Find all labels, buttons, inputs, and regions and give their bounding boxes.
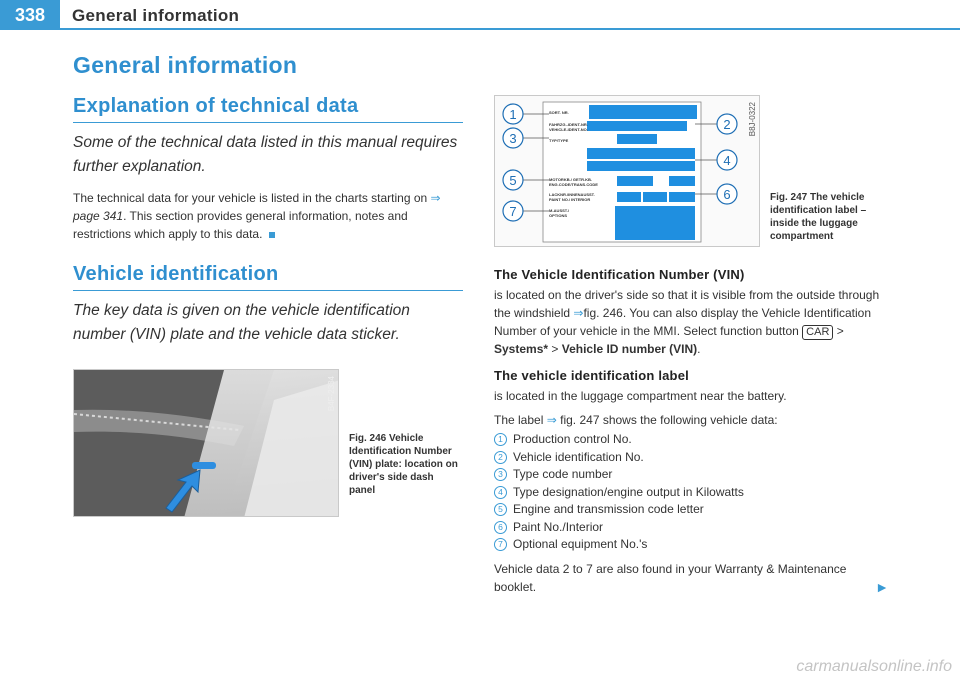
list-item-text: Type code number <box>513 467 613 481</box>
label-text-paint1: LACKNR./INNENAUSST. <box>549 192 595 197</box>
label-text-sort: SORT. NR. <box>549 110 569 115</box>
subsection-title-technical-data: Explanation of technical data <box>73 95 463 123</box>
vin-body: is located on the driver's side so that … <box>494 286 889 358</box>
vin-plate-photo: B4F-2334 <box>73 369 339 517</box>
page-link[interactable]: page 341 <box>73 209 124 223</box>
body-text: is located on the driver's side so that … <box>494 288 880 320</box>
link-arrow-icon: ⇒ <box>573 306 584 320</box>
label-item-list: 1 Production control No. 2 Vehicle identif… <box>494 431 889 554</box>
list-item: 1 Production control No. <box>494 431 889 449</box>
section-title: General information <box>73 52 298 78</box>
figure-247: SORT. NR. FAHRZG.-IDENT-NR. VEHICLE-IDEN… <box>494 95 880 247</box>
callout-7: 7 <box>509 204 516 219</box>
list-item-text: Optional equipment No.'s <box>513 537 648 551</box>
label-text-ident1: FAHRZG.-IDENT-NR. <box>549 122 588 127</box>
body-text: Vehicle data 2 to 7 are also found in yo… <box>494 561 847 594</box>
menu-separator: > <box>836 324 844 338</box>
body-text: . <box>697 342 701 356</box>
figure-246-caption: Fig. 246 Vehicle Identification Number (… <box>349 433 458 496</box>
callout-2: 2 <box>723 117 730 132</box>
number-circle-icon: 7 <box>494 538 507 552</box>
body-text: fig. 246. You can also display the Vehic… <box>494 306 872 338</box>
figure-code: B8J-0322 <box>748 102 757 137</box>
menu-separator: > <box>551 342 559 356</box>
label-text-paint2: PAINT NO./ INTERIOR <box>549 197 590 202</box>
body-text: . This section provides general informat… <box>73 209 408 241</box>
label-text-motor2: ENG.CODE/TRANS.CODE <box>549 182 598 187</box>
body-text: The label <box>494 413 544 427</box>
number-circle-icon: 5 <box>494 503 507 517</box>
label-footer: Vehicle data 2 to 7 are also found in yo… <box>494 560 889 596</box>
intro-vehicle-identification: The key data is given on the vehicle ide… <box>73 302 410 343</box>
menu-systems: Systems* <box>494 342 549 356</box>
number-circle-icon: 1 <box>494 433 507 447</box>
figure-246: B4F-2334 Fig. 246 Vehicle Identification… <box>73 369 463 517</box>
number-circle-icon: 2 <box>494 450 507 464</box>
label-text-type: TYP/TYPE <box>549 138 569 143</box>
list-item-text: Engine and transmission code letter <box>513 502 704 516</box>
vin-heading: The Vehicle Identification Number (VIN) <box>494 267 745 282</box>
figure-247-caption: Fig. 247 The vehicle identification labe… <box>770 192 867 242</box>
list-item: 7 Optional equipment No.'s <box>494 536 889 554</box>
header-rule <box>60 28 960 30</box>
body-text: fig. 247 shows the following vehicle dat… <box>560 413 778 427</box>
label-illustration: SORT. NR. FAHRZG.-IDENT-NR. VEHICLE-IDEN… <box>502 101 738 243</box>
watermark: carmanualsonline.info <box>796 658 952 675</box>
list-item: 4 Type designation/engine output in Kilow… <box>494 484 889 502</box>
label-intro: The label ⇒ fig. 247 shows the following… <box>494 411 889 429</box>
callout-6: 6 <box>723 187 730 202</box>
figure-code: B4F-2334 <box>327 376 336 412</box>
label-text-opt1: M-AUSST./ <box>549 208 570 213</box>
list-item: 6 Paint No./Interior <box>494 519 889 537</box>
body-text: The technical data for your vehicle is l… <box>73 191 428 205</box>
car-button-key: CAR <box>802 325 834 340</box>
callout-4: 4 <box>723 153 730 168</box>
dashboard-illustration <box>74 370 338 516</box>
list-item: 2 Vehicle identification No. <box>494 449 889 467</box>
vehicle-label-diagram: SORT. NR. FAHRZG.-IDENT-NR. VEHICLE-IDEN… <box>494 95 760 247</box>
label-text-ident2: VEHICLE-IDENT-NO. <box>549 127 588 132</box>
label-heading: The vehicle identification label <box>494 368 689 383</box>
list-item-text: Vehicle identification No. <box>513 449 644 464</box>
subsection-title-vehicle-identification: Vehicle identification <box>73 263 463 291</box>
number-circle-icon: 6 <box>494 520 507 534</box>
label-text-motor1: MOTORKB./ GETR.KB. <box>549 177 592 182</box>
intro-technical-data: Some of the technical data listed in thi… <box>73 134 458 175</box>
body-technical-data: The technical data for your vehicle is l… <box>73 189 463 243</box>
number-circle-icon: 3 <box>494 468 507 482</box>
number-circle-icon: 4 <box>494 485 507 499</box>
callout-5: 5 <box>509 173 516 188</box>
link-arrow-icon: ⇒ <box>546 413 557 427</box>
list-item-text: Paint No./Interior <box>513 519 604 534</box>
left-column: General information Explanation of techn… <box>73 52 463 517</box>
label-body: is located in the luggage compartment ne… <box>494 389 787 403</box>
list-item: 3 Type code number <box>494 466 889 484</box>
label-text-opt2: OPTIONS <box>549 213 567 218</box>
running-header: General information <box>72 6 240 25</box>
triangle-right-icon: ► <box>875 578 889 595</box>
callout-1: 1 <box>509 107 516 122</box>
callout-3: 3 <box>509 131 516 146</box>
list-item-text: Production control No. <box>513 432 632 446</box>
list-item-text: Type designation/engine output in Kilowa… <box>513 484 744 499</box>
link-arrow-icon: ⇒ <box>430 191 441 205</box>
list-item: 5 Engine and transmission code letter <box>494 501 889 519</box>
vin-text-block: The Vehicle Identification Number (VIN) … <box>494 267 889 596</box>
menu-vehicle-id: Vehicle ID number (VIN) <box>561 342 698 356</box>
page-number: 338 <box>0 0 60 30</box>
square-end-icon <box>268 231 275 238</box>
